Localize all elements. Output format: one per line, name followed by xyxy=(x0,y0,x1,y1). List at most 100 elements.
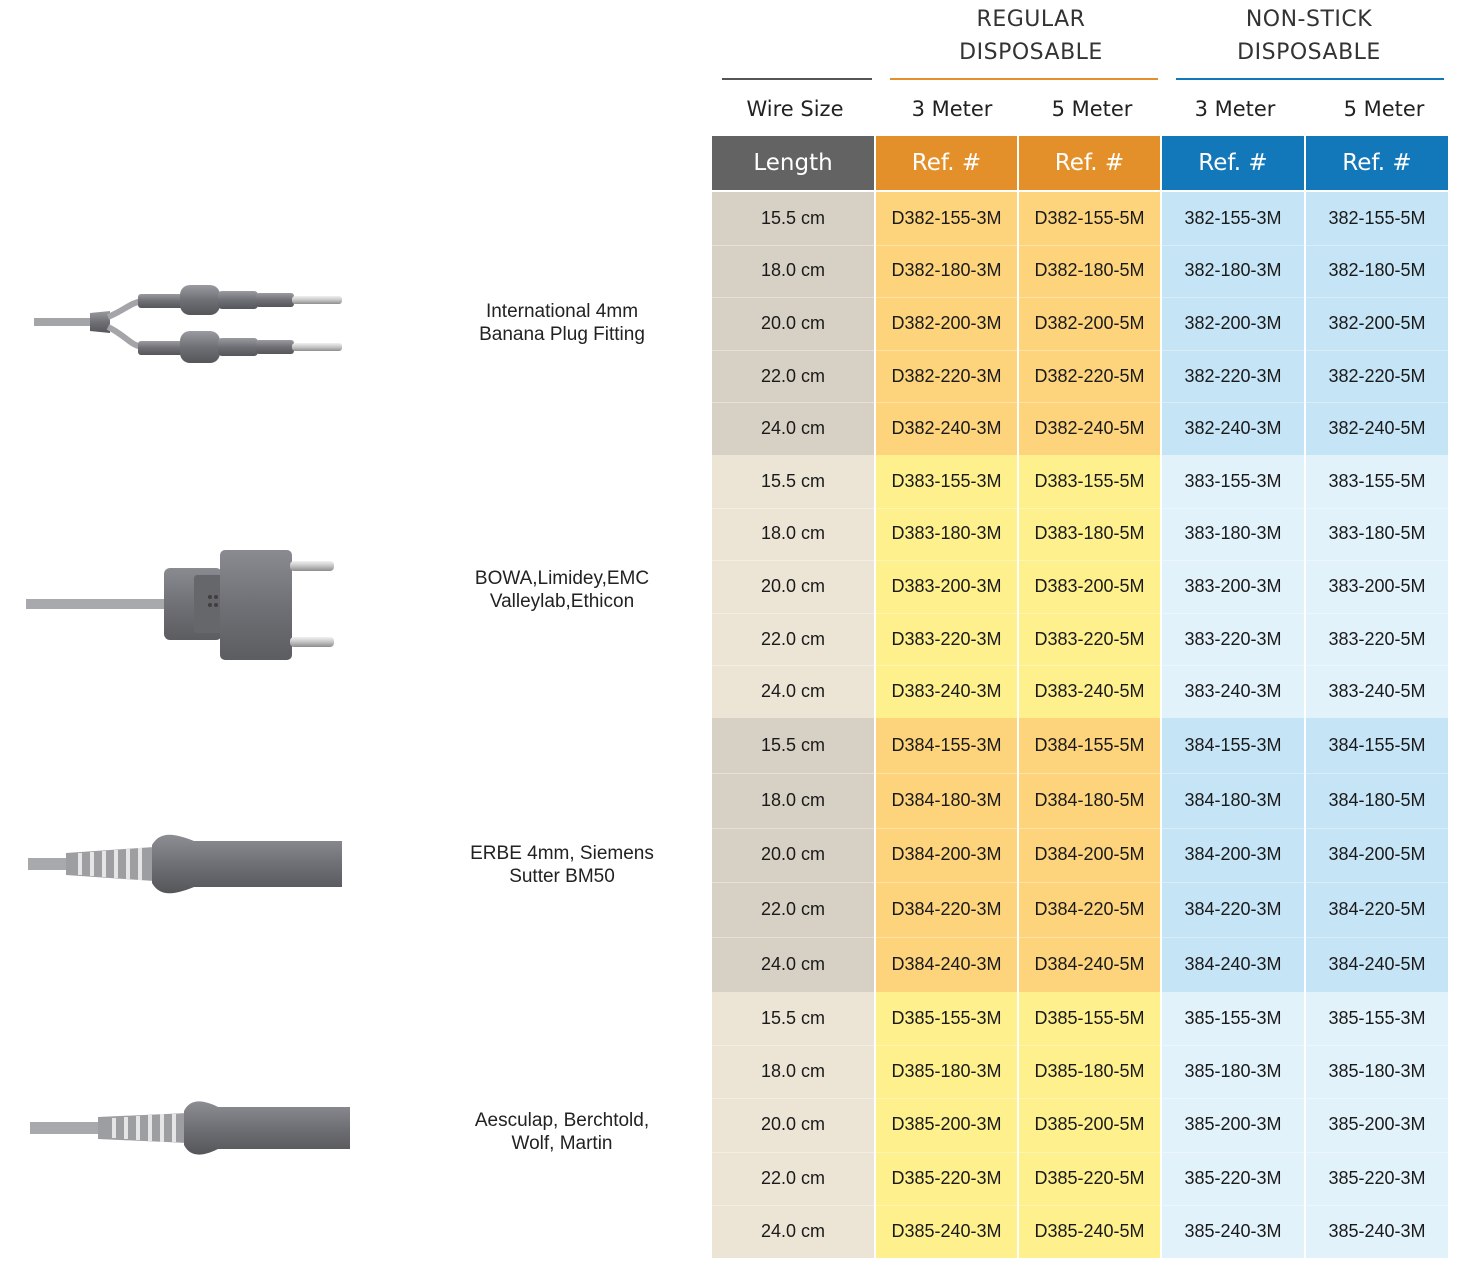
length-cell: 18.0 cm xyxy=(760,260,826,281)
twin-pin-block-plug-icon xyxy=(26,550,334,660)
column-band xyxy=(1019,192,1160,455)
regular-disposable-title: REGULAR DISPOSABLE xyxy=(890,3,1172,69)
ref-number-cell: D385-220-5M xyxy=(1034,1167,1145,1188)
regular-rule xyxy=(890,78,1158,80)
ref-number-cell: D383-240-3M xyxy=(891,681,1002,702)
ref-number-cell: D385-180-5M xyxy=(1034,1061,1145,1082)
ref-number-cell: 383-220-3M xyxy=(1184,628,1282,649)
ref-number-cell: D383-240-5M xyxy=(1034,681,1145,702)
ref-number-cell: D382-180-3M xyxy=(891,260,1002,281)
length-cell: 22.0 cm xyxy=(760,1167,826,1188)
wire-size-rule xyxy=(722,78,872,80)
column-band xyxy=(876,718,1017,992)
ref-number-cell: 382-180-5M xyxy=(1328,260,1426,281)
regular-3m-label: 3 Meter xyxy=(911,97,993,121)
dual-banana-plug-icon xyxy=(34,285,342,363)
column-band xyxy=(1019,455,1160,718)
ref-number-cell: 384-155-5M xyxy=(1328,734,1426,755)
length-cell: 18.0 cm xyxy=(760,523,826,544)
row-divider xyxy=(712,350,1448,351)
row-divider xyxy=(712,1098,1448,1099)
single-socket-plug-icon xyxy=(28,834,342,894)
length-cell: 18.0 cm xyxy=(760,1061,826,1082)
column-band xyxy=(712,992,874,1258)
ref-number-cell: 383-180-3M xyxy=(1184,523,1282,544)
nonstick-5m-ref-header: Ref. # xyxy=(1306,136,1448,190)
regular-title-line2: DISPOSABLE xyxy=(959,40,1103,65)
nonstick-title-line2: DISPOSABLE xyxy=(1237,40,1381,65)
column-band xyxy=(1162,992,1304,1258)
ref-number-cell: D384-180-3M xyxy=(891,789,1002,810)
column-band xyxy=(876,455,1017,718)
row-divider xyxy=(712,508,1448,509)
length-cell: 24.0 cm xyxy=(760,1220,826,1241)
connector-label-erbe: ERBE 4mm, Siemens Sutter BM50 xyxy=(442,842,682,888)
length-cell: 20.0 cm xyxy=(760,844,826,865)
ref-number-cell: 383-200-3M xyxy=(1184,575,1282,596)
ref-number-cell: 382-240-3M xyxy=(1184,418,1282,439)
ref-number-cell: 384-200-5M xyxy=(1328,844,1426,865)
row-divider xyxy=(712,560,1448,561)
connector-label-line2: Valleylab,Ethicon xyxy=(489,591,635,612)
regular-5m-label: 5 Meter xyxy=(1051,97,1133,121)
ref-number-cell: 382-220-3M xyxy=(1184,365,1282,386)
ref-number-cell: 385-240-3M xyxy=(1184,1220,1282,1241)
ref-number-cell: D383-180-5M xyxy=(1034,523,1145,544)
ref-number-cell: 384-240-3M xyxy=(1184,954,1282,975)
ref-number-cell: 382-180-3M xyxy=(1184,260,1282,281)
connector-label-line1: Aesculap, Berchtold, xyxy=(474,1110,650,1131)
ref-number-cell: 385-200-3M xyxy=(1328,1114,1426,1135)
ref-number-cell: D383-200-5M xyxy=(1034,575,1145,596)
ref-number-cell: D384-200-3M xyxy=(891,844,1002,865)
ref-number-cell: 383-155-5M xyxy=(1328,470,1426,491)
ref-number-cell: D385-200-3M xyxy=(891,1114,1002,1135)
ref-number-cell: D383-220-5M xyxy=(1034,628,1145,649)
ref-number-cell: 385-200-3M xyxy=(1184,1114,1282,1135)
ref-number-cell: D382-155-5M xyxy=(1034,207,1145,228)
ref-number-cell: D385-180-3M xyxy=(891,1061,1002,1082)
single-socket-plug-long-icon xyxy=(30,1101,350,1155)
length-cell: 24.0 cm xyxy=(760,418,826,439)
row-divider xyxy=(712,245,1448,246)
length-cell: 15.5 cm xyxy=(760,470,826,491)
column-band xyxy=(1306,992,1448,1258)
ref-number-cell: D385-220-3M xyxy=(891,1167,1002,1188)
length-cell: 22.0 cm xyxy=(760,628,826,649)
row-divider xyxy=(712,882,1448,883)
row-divider xyxy=(712,1205,1448,1206)
column-band xyxy=(712,192,874,455)
ref-number-cell: 382-155-5M xyxy=(1328,207,1426,228)
column-band xyxy=(1162,718,1304,992)
ref-number-cell: 385-180-3M xyxy=(1328,1061,1426,1082)
ref-number-cell: D385-240-5M xyxy=(1034,1220,1145,1241)
length-cell: 15.5 cm xyxy=(760,734,826,755)
ref-number-cell: 382-220-5M xyxy=(1328,365,1426,386)
ref-number-cell: 383-240-5M xyxy=(1328,681,1426,702)
connector-label-line1: International 4mm xyxy=(485,301,639,322)
ref-number-cell: 384-180-3M xyxy=(1184,789,1282,810)
ref-number-cell: 384-220-5M xyxy=(1328,899,1426,920)
row-divider xyxy=(712,1152,1448,1153)
ref-number-cell: D383-155-3M xyxy=(891,470,1002,491)
nonstick-disposable-title: NON-STICK DISPOSABLE xyxy=(1168,3,1450,69)
ref-number-cell: D383-155-5M xyxy=(1034,470,1145,491)
length-cell: 22.0 cm xyxy=(760,365,826,386)
ref-number-cell: D384-220-3M xyxy=(891,899,1002,920)
column-band xyxy=(1162,192,1304,455)
nonstick-title-line1: NON-STICK xyxy=(1245,7,1373,32)
connector-label-bowa: BOWA,Limidey,EMC Valleylab,Ethicon xyxy=(442,567,682,613)
ref-number-cell: 383-240-3M xyxy=(1184,681,1282,702)
ref-number-cell: 385-240-3M xyxy=(1328,1220,1426,1241)
length-cell: 15.5 cm xyxy=(760,207,826,228)
ref-number-cell: D385-155-5M xyxy=(1034,1008,1145,1029)
ref-number-cell: D382-200-5M xyxy=(1034,312,1145,333)
column-band xyxy=(1306,718,1448,992)
row-divider xyxy=(712,937,1448,938)
ref-number-cell: 383-155-3M xyxy=(1184,470,1282,491)
ref-number-cell: D382-200-3M xyxy=(891,312,1002,333)
length-cell: 20.0 cm xyxy=(760,312,826,333)
ref-number-cell: D382-155-3M xyxy=(891,207,1002,228)
column-band xyxy=(712,718,874,992)
length-cell: 24.0 cm xyxy=(760,954,826,975)
row-divider xyxy=(712,297,1448,298)
